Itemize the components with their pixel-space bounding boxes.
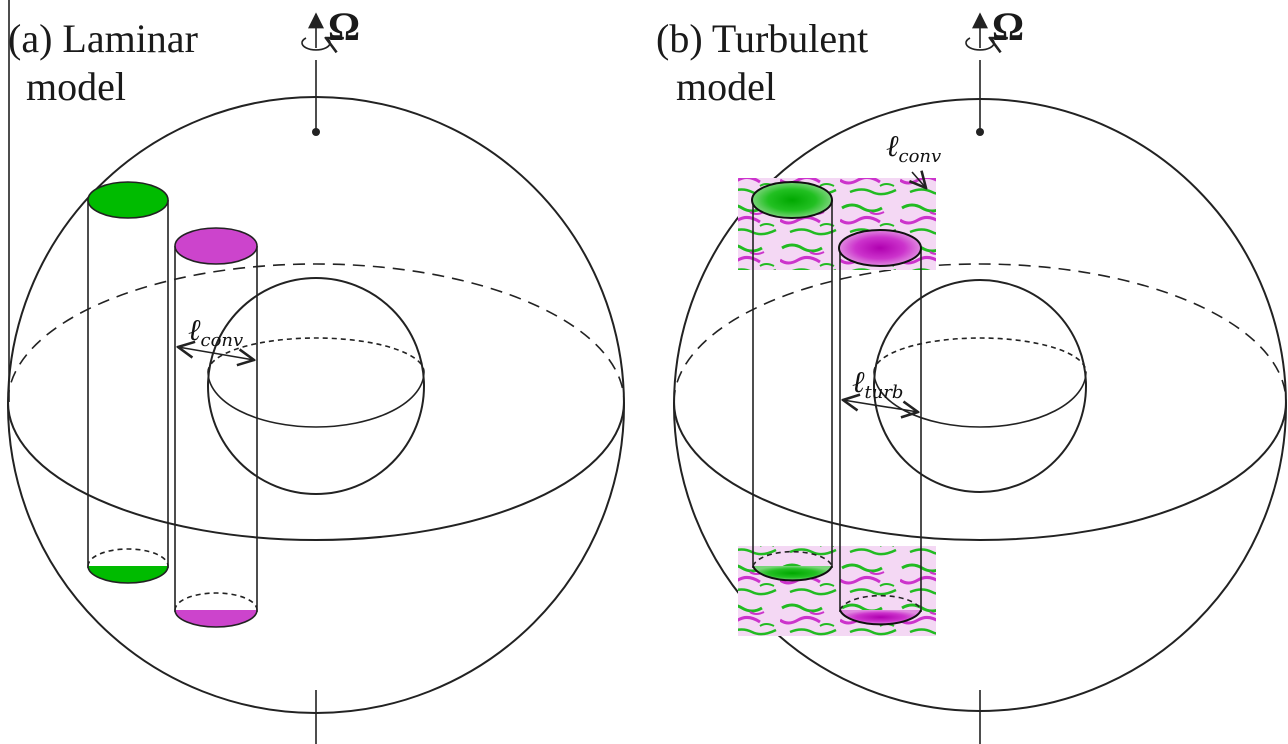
omega-symbol-a: Ω — [328, 4, 360, 49]
inner-equator-front — [207, 371, 425, 428]
rotation-curl-icon — [301, 38, 330, 50]
equator-back-b — [673, 263, 1287, 403]
panel-a-title-line1: (a) Laminar — [8, 16, 198, 61]
length-arrow-a — [178, 347, 254, 360]
equator-front-b — [673, 401, 1287, 541]
panel-a-title-line2: model — [26, 64, 126, 109]
equator-front — [7, 401, 625, 541]
cyclone-column-b — [751, 181, 833, 582]
panel-b: ℓturb ℓconv (b) Turbulent model Ω — [656, 4, 1287, 744]
panel-a: ℓconv (a) Laminar model Ω — [7, 0, 625, 744]
inner-sphere-b — [873, 279, 1087, 493]
length-label-turb: ℓturb — [852, 365, 903, 403]
length-arrow-conv-b — [912, 172, 926, 188]
panel-b-title-line1: (b) Turbulent — [656, 16, 868, 61]
omega-symbol-b: Ω — [992, 4, 1024, 49]
rotation-curl-icon-b — [965, 38, 994, 50]
length-label-conv-b: ℓconv — [886, 129, 941, 167]
panel-b-title-line2: model — [676, 64, 776, 109]
inner-equator-front-b — [873, 371, 1087, 428]
turbulence-patch-bottom — [738, 546, 936, 636]
length-label-a: ℓconv — [188, 313, 243, 351]
length-arrow-turb — [843, 400, 918, 412]
axis-dot — [312, 128, 320, 136]
inner-sphere — [207, 277, 425, 495]
anticyclone-column-a — [174, 227, 258, 628]
inner-equator-back-b — [873, 337, 1087, 373]
cyclone-column-a — [87, 181, 169, 584]
axis-dot-b — [976, 128, 984, 136]
equator-back — [7, 263, 625, 403]
anticyclone-column-b — [838, 229, 922, 626]
